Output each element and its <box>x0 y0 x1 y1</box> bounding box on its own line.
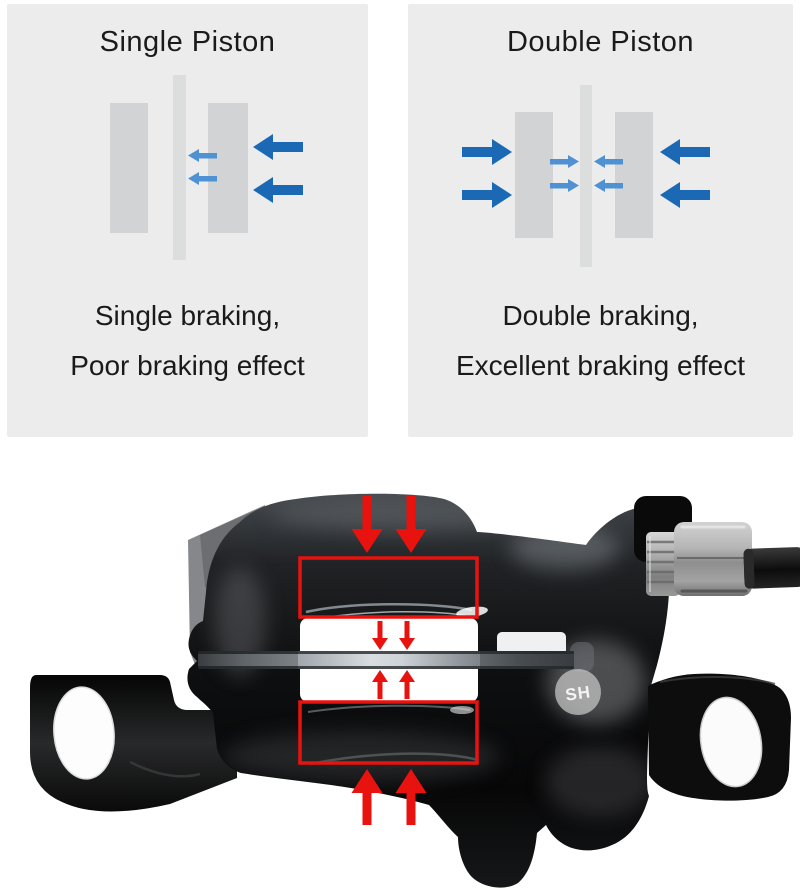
piston-force-arrow-large-right-icon <box>462 182 512 208</box>
caption-line: Double braking, <box>502 300 699 331</box>
piston-force-arrow-small-right-icon <box>550 155 579 168</box>
body-edge-highlight-bottom <box>309 752 479 766</box>
caption-line: Excellent braking effect <box>456 350 745 381</box>
piston-force-arrow-large-right-icon <box>462 139 512 165</box>
rotor-bar <box>580 85 592 267</box>
hex-nut <box>674 522 752 596</box>
bracket-highlight <box>129 760 201 778</box>
bracket-mount-hole-right <box>699 696 763 788</box>
brand-badge: SH <box>555 669 601 715</box>
pad-force-arrow-up-small-icon <box>372 670 388 699</box>
piston-force-arrow-small-left-icon <box>594 179 623 192</box>
brake-rotor <box>198 651 574 669</box>
pad-glint-top <box>456 606 488 618</box>
piston-force-arrow-small-left-icon <box>594 155 623 168</box>
piston-force-arrow-large-left-icon <box>253 177 303 203</box>
brake-pad-right <box>615 112 653 238</box>
caption-line: Poor braking effect <box>70 350 305 381</box>
pad-force-arrow-down-small-icon <box>372 621 388 650</box>
piston-force-arrow-up-icon <box>351 769 383 825</box>
panel-title: Single Piston <box>99 26 276 58</box>
piston-force-arrow-small-right-icon <box>550 179 579 192</box>
brake-pad-left <box>110 103 148 233</box>
caption-line: Single braking, <box>94 300 281 331</box>
rotor-bar <box>173 75 186 260</box>
double-piston-caption: Double braking, Excellent braking effect <box>408 291 793 391</box>
pad-force-arrow-down-small-icon <box>399 621 415 650</box>
brand-badge-circle <box>555 669 601 715</box>
piston-force-arrow-large-left-icon <box>660 139 710 165</box>
piston-force-arrow-large-left-icon <box>253 134 303 160</box>
piston-annotations <box>298 496 479 825</box>
bracket-mount-hole-left <box>53 686 115 780</box>
pad-force-arrow-up-small-icon <box>399 670 415 699</box>
brake-pad-left <box>515 112 553 238</box>
piston-highlight-box-top <box>298 556 479 619</box>
brand-badge-text: SH <box>564 682 592 704</box>
piston-force-arrow-down-icon <box>395 496 427 553</box>
piston-force-arrow-large-left-icon <box>660 182 710 208</box>
single-piston-caption: Single braking, Poor braking effect <box>7 291 368 391</box>
mounting-bracket-right <box>648 673 791 801</box>
piston-highlight-box-bottom <box>298 700 479 765</box>
hydraulic-hose <box>743 547 800 589</box>
piston-force-arrow-small-left-icon <box>188 172 217 185</box>
single-piston-panel: Single Piston Single braking, Poor braki… <box>7 4 368 437</box>
banjo-fitting <box>634 496 800 596</box>
caliper-photo: SH <box>0 452 800 892</box>
pad-spring-highlight-top <box>305 602 473 614</box>
pad-glint-bottom <box>450 706 474 714</box>
slot-end-accent <box>570 642 594 672</box>
double-piston-panel: Double Piston Double braking, Excellent … <box>408 4 793 437</box>
piston-force-arrow-small-left-icon <box>188 149 217 162</box>
panel-title: Double Piston <box>506 26 695 58</box>
piston-force-arrow-up-icon <box>395 769 427 825</box>
threaded-collar <box>646 532 680 596</box>
piston-force-arrow-down-icon <box>351 496 383 553</box>
caliper-illustration: SH <box>30 493 800 888</box>
brake-pad-right <box>208 103 248 233</box>
